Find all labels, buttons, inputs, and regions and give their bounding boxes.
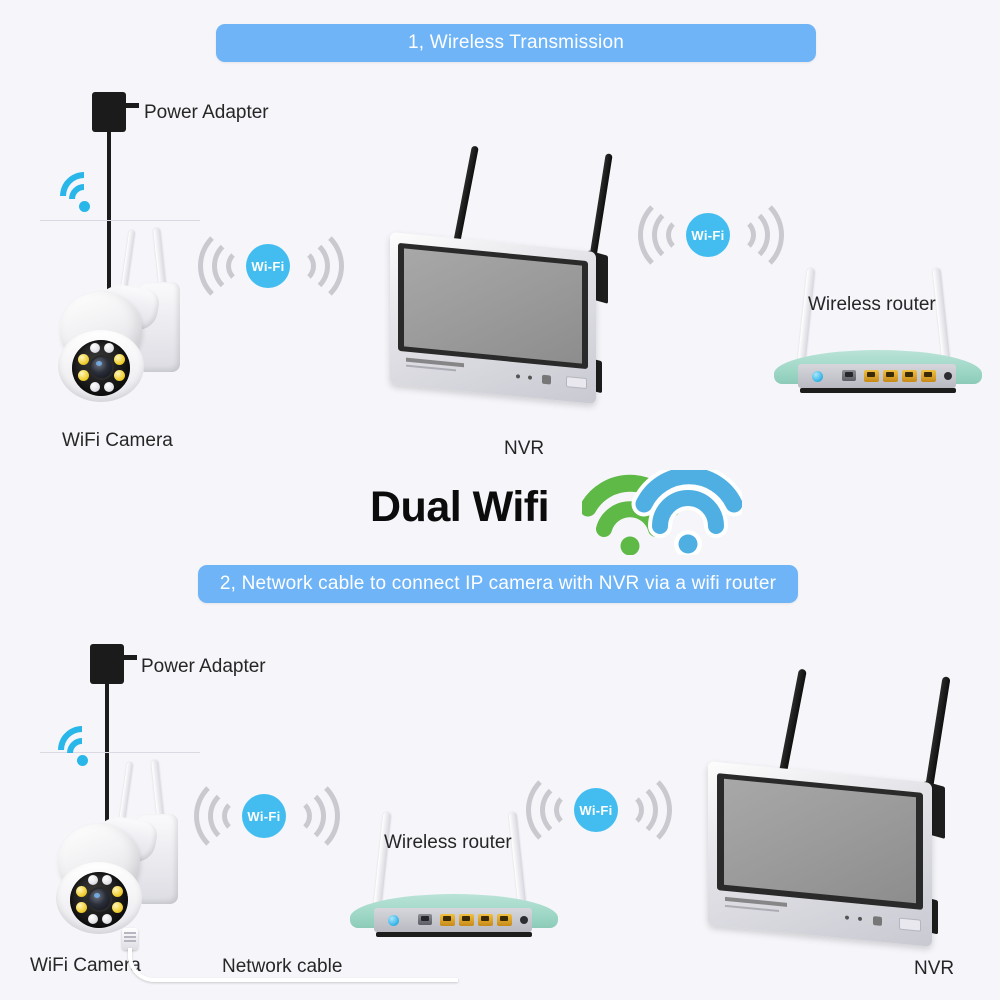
router-lan-port-2 xyxy=(459,914,474,926)
camera-antenna-left xyxy=(118,761,134,825)
nvr-chassis xyxy=(708,761,932,947)
nvr-indicator-hdd xyxy=(528,375,532,380)
nvr-display xyxy=(404,248,582,364)
nvr-chassis xyxy=(390,232,596,404)
wifi-signal-icon-bottom xyxy=(48,716,116,784)
dual-wifi-headline: Dual Wifi xyxy=(370,483,550,531)
wifi-badge-nvr-router: Wi-Fi xyxy=(636,187,786,283)
nvr-indicator-hdd xyxy=(858,916,862,922)
router-lan-port-3 xyxy=(902,370,917,382)
nvr-display xyxy=(724,778,916,904)
nvr-indicator-power xyxy=(845,915,849,920)
wifi-signal-icon-top xyxy=(50,162,118,230)
router-power-port xyxy=(812,371,823,382)
adapter-body xyxy=(92,92,126,132)
wireless-router-label-bottom: Wireless router xyxy=(384,832,512,853)
wifi-camera-label-top: WiFi Camera xyxy=(62,430,173,451)
wifi-badge-camera-router: Wi-Fi xyxy=(192,768,342,864)
wifi-badge-router-nvr: Wi-Fi xyxy=(524,762,674,858)
nvr-brand-subtext xyxy=(725,904,779,913)
router-lan-port-2 xyxy=(883,370,898,382)
nvr-label-bottom: NVR xyxy=(914,958,955,979)
power-adapter-label-top: Power Adapter xyxy=(144,102,269,123)
router-lan-port-1 xyxy=(440,914,455,926)
adapter-cord xyxy=(105,683,109,889)
wifi-badge-text: Wi-Fi xyxy=(686,213,730,257)
dual-wifi-arcs-icon xyxy=(582,470,742,555)
router-base xyxy=(376,932,532,937)
dual-wifi-logo: Dual Wifi xyxy=(370,470,742,555)
wifi-camera-bottom xyxy=(48,759,228,952)
router-base xyxy=(800,388,956,393)
network-cable-path xyxy=(128,948,458,982)
router-reset-jack xyxy=(520,916,528,924)
camera-led-face xyxy=(70,872,128,928)
rj45-connector xyxy=(122,928,138,950)
wall-line-top xyxy=(40,220,200,221)
camera-lens xyxy=(89,889,110,910)
nvr-bezel xyxy=(398,242,588,370)
nvr-label-top: NVR xyxy=(504,438,545,459)
nvr-power-button[interactable] xyxy=(566,376,587,390)
power-adapter-label-bottom: Power Adapter xyxy=(141,656,266,677)
router-rear-panel xyxy=(798,364,956,388)
router-reset-jack xyxy=(944,372,952,380)
wall-line-bottom xyxy=(40,752,200,753)
wifi-badge-text: Wi-Fi xyxy=(574,788,618,832)
nvr-bezel xyxy=(717,773,923,910)
router-lan-port-4 xyxy=(497,914,512,926)
nvr-indicator-power xyxy=(516,374,520,379)
wireless-router-top xyxy=(762,267,992,398)
nvr-bottom xyxy=(700,668,960,958)
nvr-top xyxy=(382,145,622,415)
wifi-badge-text: Wi-Fi xyxy=(242,794,286,838)
adapter-cord xyxy=(107,131,111,335)
network-cable-label: Network cable xyxy=(222,956,343,977)
wifi-camera-top xyxy=(50,227,230,420)
section-1-banner: 1, Wireless Transmission xyxy=(216,24,816,62)
router-lan-port-3 xyxy=(478,914,493,926)
wifi-badge-camera-nvr: Wi-Fi xyxy=(196,218,346,314)
nvr-indicator-net xyxy=(542,374,551,385)
adapter-body xyxy=(90,644,124,684)
wifi-badge-text: Wi-Fi xyxy=(246,244,290,288)
adapter-prong xyxy=(123,655,137,660)
camera-led-face xyxy=(72,340,130,396)
adapter-prong xyxy=(125,103,139,108)
router-lan-port-1 xyxy=(864,370,879,382)
router-wan-port xyxy=(418,914,432,925)
wireless-router-bottom xyxy=(338,811,568,942)
section-2-banner: 2, Network cable to connect IP camera wi… xyxy=(198,565,798,603)
wireless-router-label-top: Wireless router xyxy=(808,294,936,315)
router-lan-port-4 xyxy=(921,370,936,382)
camera-antenna-left xyxy=(120,229,136,293)
nvr-indicator-net xyxy=(873,916,882,926)
router-power-port xyxy=(388,915,399,926)
nvr-power-button[interactable] xyxy=(899,917,921,932)
router-wan-port xyxy=(842,370,856,381)
wifi-camera-label-bottom: WiFi Camera xyxy=(30,955,141,976)
camera-lens xyxy=(91,357,112,378)
router-rear-panel xyxy=(374,908,532,932)
